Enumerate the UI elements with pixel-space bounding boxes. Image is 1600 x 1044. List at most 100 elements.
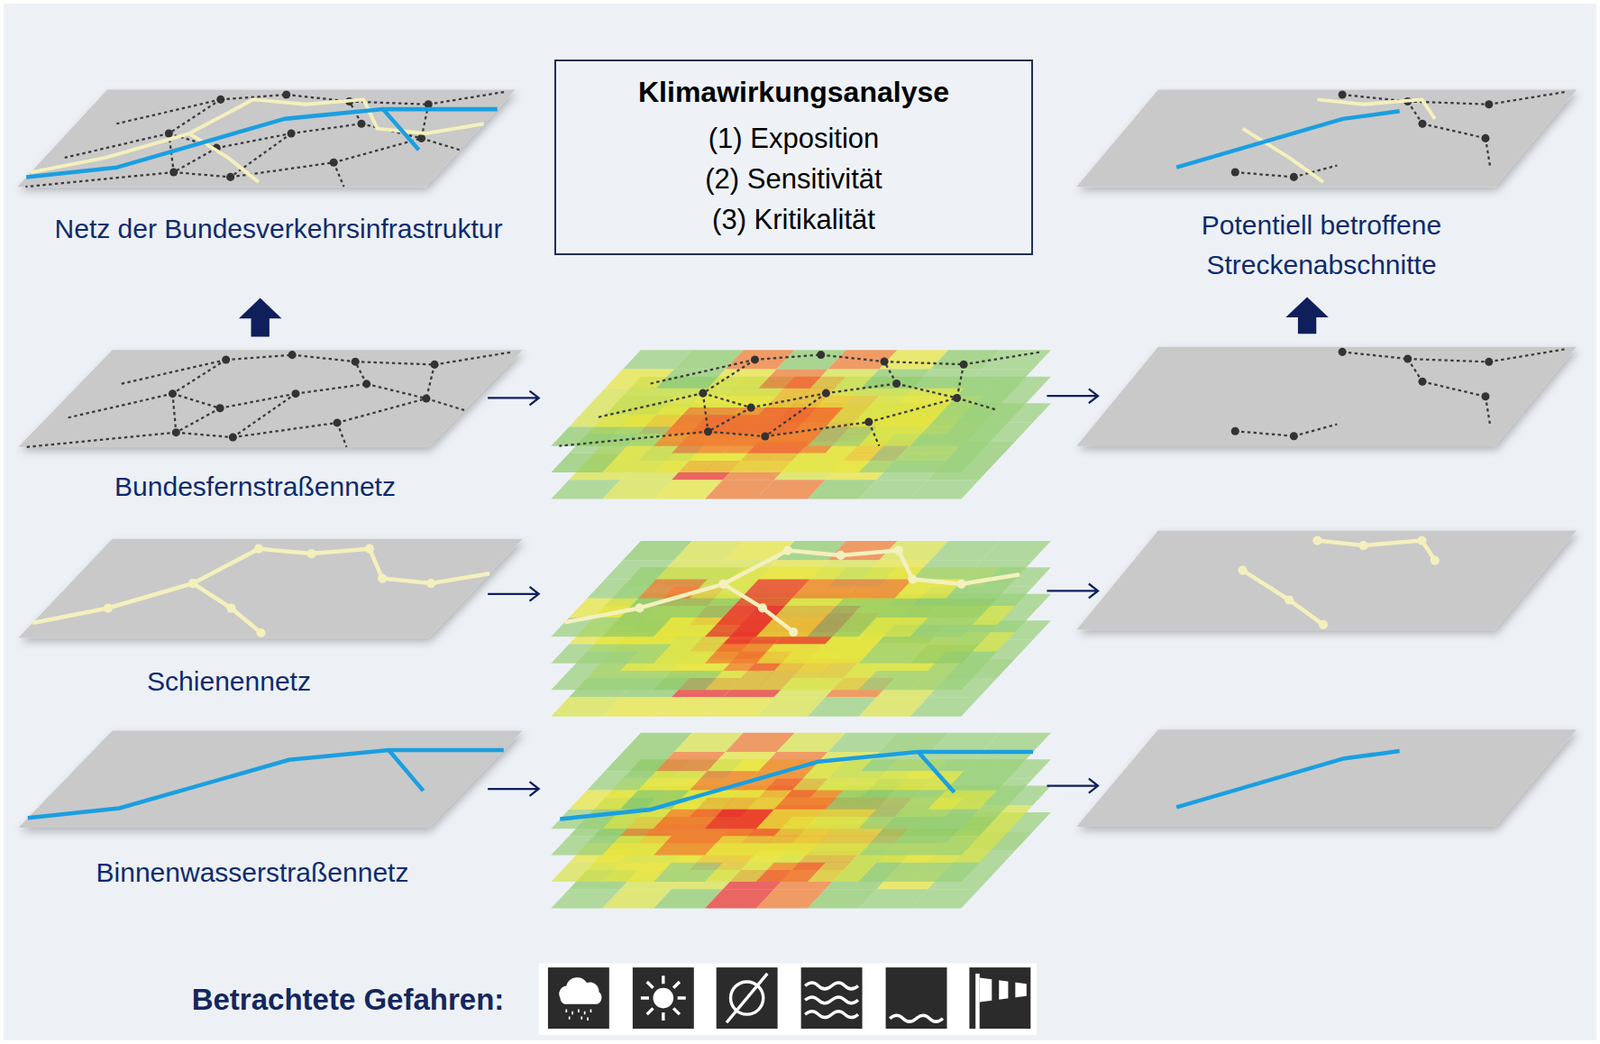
rail-line xyxy=(564,550,1020,623)
rail-node xyxy=(188,578,198,588)
road-link xyxy=(703,393,709,432)
heat-cell xyxy=(981,540,1052,560)
road-link xyxy=(230,133,292,177)
rail-node xyxy=(783,545,793,555)
heat-cell xyxy=(910,426,980,446)
map-plane xyxy=(18,539,522,639)
map-plane xyxy=(1076,530,1577,631)
road-node xyxy=(221,355,230,364)
road-link xyxy=(868,397,958,422)
road-node xyxy=(169,167,178,176)
road-link xyxy=(1408,101,1490,105)
network-label: Netz der Bundesverkehrsinfrastruktur xyxy=(44,209,513,249)
road-node xyxy=(216,403,225,412)
road-node xyxy=(421,394,430,403)
road-link xyxy=(703,393,751,408)
road-node xyxy=(288,350,297,359)
road-link xyxy=(1422,381,1486,396)
road-node xyxy=(1338,347,1347,357)
rail-node xyxy=(377,574,387,584)
road-link xyxy=(708,407,752,432)
road-link xyxy=(1489,348,1567,362)
road-node xyxy=(892,379,901,388)
hazard-heading: Betrachtete Gefahren: xyxy=(131,979,565,1020)
road-link xyxy=(426,364,435,399)
heat-cell xyxy=(910,862,980,882)
heat-cell xyxy=(927,407,997,427)
road-link xyxy=(1342,351,1408,359)
rail-node xyxy=(1312,536,1322,546)
rail-line xyxy=(32,548,490,623)
road-link xyxy=(1234,430,1294,436)
road-link xyxy=(1293,424,1337,437)
road-link xyxy=(172,393,220,409)
road-node xyxy=(822,389,831,398)
road-node xyxy=(282,90,291,99)
road-node xyxy=(164,128,174,138)
rail-node xyxy=(1358,540,1368,550)
road-link xyxy=(116,99,220,124)
road-node xyxy=(952,393,961,403)
map-plane xyxy=(1076,729,1577,827)
rail-node xyxy=(956,579,966,589)
road-node xyxy=(816,350,825,359)
road-node xyxy=(1481,392,1490,401)
road-link xyxy=(355,361,435,365)
road-link xyxy=(175,432,233,438)
road-node xyxy=(351,357,360,366)
road-node xyxy=(172,428,181,437)
road-link xyxy=(337,398,427,423)
rail-node xyxy=(426,578,436,588)
road-link xyxy=(172,393,176,433)
road-node xyxy=(1481,134,1490,143)
map-plane xyxy=(18,349,522,448)
heat-cell xyxy=(910,670,980,690)
rail-node xyxy=(788,627,798,637)
road-node xyxy=(362,379,371,388)
rail-node xyxy=(103,603,113,613)
road-link xyxy=(232,393,296,438)
heat-cell xyxy=(910,643,980,663)
road-node xyxy=(417,134,426,143)
step-item: (1) Exposition xyxy=(574,118,1014,159)
road-node xyxy=(960,360,969,369)
road-node xyxy=(1417,119,1427,128)
rail-line xyxy=(1316,540,1435,561)
rail-node xyxy=(634,603,644,613)
water-line xyxy=(26,109,498,177)
road-node xyxy=(356,119,366,128)
road-link xyxy=(120,359,227,384)
road-link xyxy=(1408,358,1490,362)
road-node xyxy=(1231,167,1240,176)
road-node xyxy=(864,418,873,427)
network-label: Potentiell betroffene Streckenabschnitte xyxy=(1123,205,1520,285)
network-label: Bundesfernstraßennetz xyxy=(20,466,490,507)
step-item: (3) Kritikalität xyxy=(574,199,1014,240)
road-link xyxy=(1485,396,1491,427)
rail-node xyxy=(365,544,375,554)
road-link xyxy=(421,137,460,150)
heat-cell xyxy=(910,453,980,473)
road-link xyxy=(66,393,173,419)
road-link xyxy=(173,147,218,173)
heat-cell xyxy=(981,349,1052,369)
road-node xyxy=(747,403,756,412)
road-link xyxy=(291,123,362,134)
analysis-box: Klimawirkungsanalyse(1) Exposition(2) Se… xyxy=(554,59,1034,256)
road-node xyxy=(216,95,225,104)
heat-cell xyxy=(910,479,980,499)
road-node xyxy=(880,357,889,366)
road-link xyxy=(292,355,356,363)
road-node xyxy=(1484,357,1493,366)
heat-cell xyxy=(963,751,1034,771)
network-label: Schienennetz xyxy=(48,661,410,702)
water-line xyxy=(383,109,420,150)
heat-cell xyxy=(910,809,980,829)
road-node xyxy=(1231,427,1240,436)
road-node xyxy=(704,427,713,436)
road-link xyxy=(765,421,869,437)
road-link xyxy=(295,384,367,394)
road-link xyxy=(821,355,885,362)
heat-cell xyxy=(981,732,1052,752)
heat-cell xyxy=(945,770,1015,790)
